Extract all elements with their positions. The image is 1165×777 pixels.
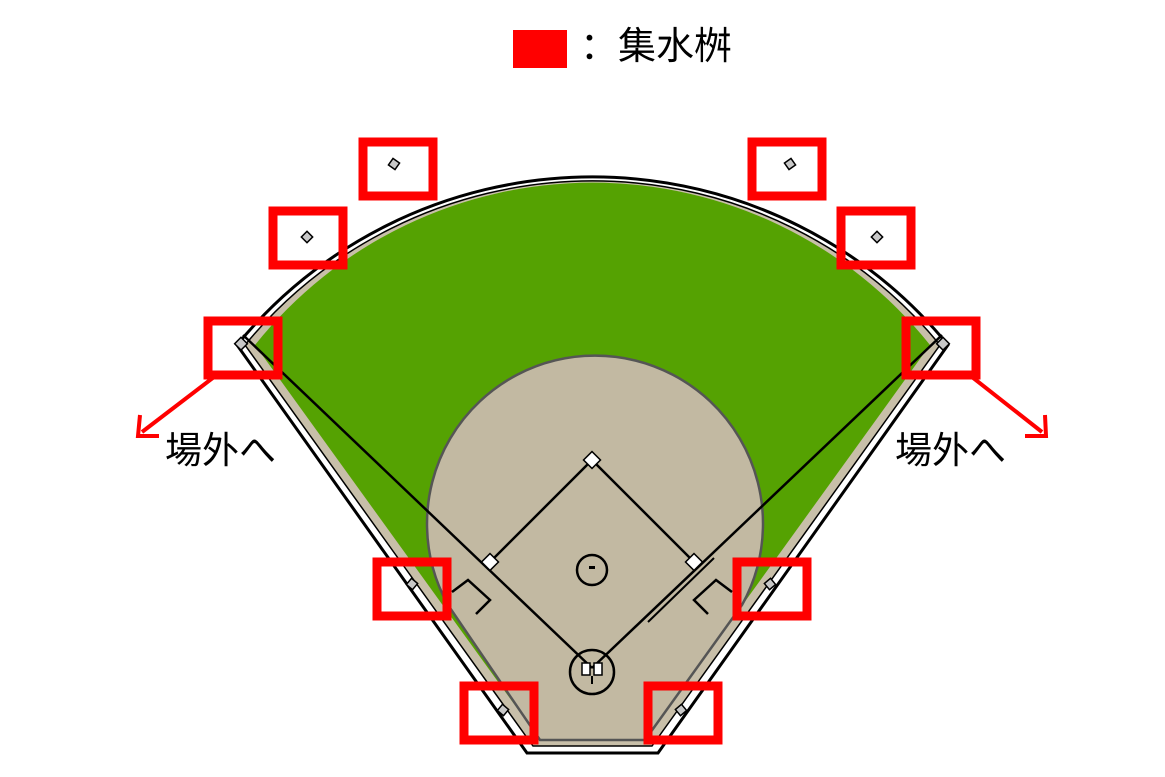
drain-mark	[233, 336, 249, 352]
drain-mark	[783, 157, 797, 171]
offsite-label-right: 場外へ	[895, 429, 1006, 472]
catch-basin-left-home	[459, 681, 539, 745]
first-base	[684, 552, 704, 572]
drain-mark	[405, 577, 419, 591]
catch-basin-left-corner	[203, 316, 283, 380]
legend-swatch	[513, 30, 567, 68]
drain-marks	[233, 157, 951, 717]
coach-box-left	[451, 578, 492, 615]
right-foul-line	[591, 334, 943, 669]
drain-mark	[387, 157, 401, 171]
catch-basin-right-field	[836, 206, 916, 270]
catch-basin-right-center	[747, 137, 827, 201]
catch-basin-right-home	[643, 681, 723, 745]
drain-mark	[870, 230, 884, 244]
home-plate-circle	[568, 648, 616, 696]
drain-mark	[763, 577, 777, 591]
pitchers-plate	[589, 566, 595, 569]
batters-box-right	[593, 662, 603, 676]
third-base	[480, 552, 500, 572]
catch-basin-right-corner	[901, 316, 981, 380]
left-foul-line	[242, 334, 593, 669]
offsite-arrow-right	[970, 375, 1049, 438]
pitchers-mound	[575, 553, 609, 587]
coach-box-right	[692, 578, 733, 615]
offsite-label-left: 場外へ	[165, 429, 276, 472]
drain-mark	[935, 336, 951, 352]
offsite-arrow-left	[135, 375, 216, 438]
catch-basin-markers	[203, 137, 981, 745]
drain-mark	[300, 230, 314, 244]
batters-box-left	[581, 662, 591, 676]
dugout-edge	[647, 557, 715, 623]
second-base	[582, 450, 602, 470]
legend-label: ：集水桝	[580, 24, 733, 68]
catch-basin-left-field	[268, 206, 348, 270]
infield-dirt	[425, 354, 765, 742]
drain-mark	[496, 703, 510, 717]
drain-mark	[674, 703, 688, 717]
catch-basin-left-center	[358, 137, 438, 201]
catch-basin-right-infield	[732, 557, 812, 621]
catch-basin-left-infield	[372, 557, 452, 621]
